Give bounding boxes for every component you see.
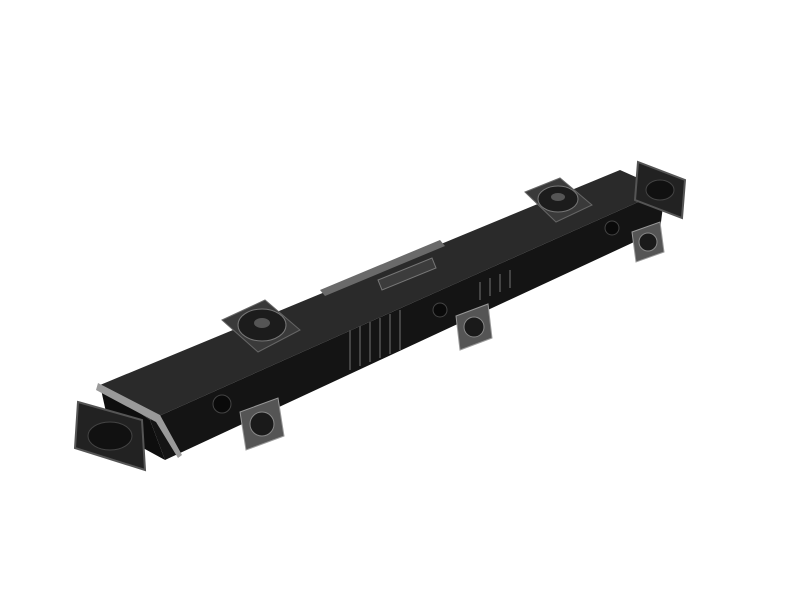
front-driver-right <box>631 221 665 263</box>
inner-drivers <box>212 220 620 414</box>
soundbar-body <box>96 170 665 460</box>
left-side-speaker <box>73 400 147 472</box>
front-driver-center <box>455 303 493 351</box>
up-firing-driver-left <box>221 299 301 353</box>
front-driver-left <box>239 397 285 451</box>
right-side-speaker <box>633 160 687 220</box>
up-firing-driver-right <box>524 177 593 223</box>
